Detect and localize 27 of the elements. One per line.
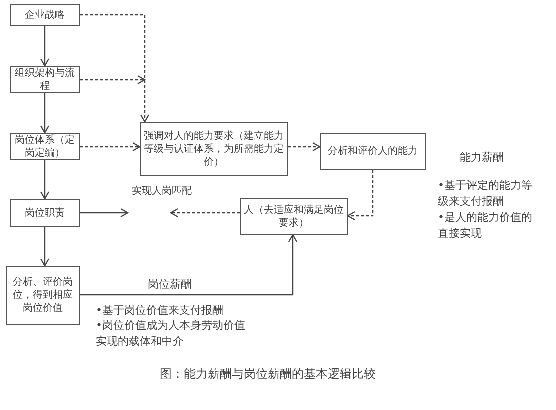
- match-text: 实现人岗匹配: [132, 185, 192, 198]
- process-box: 岗位体系（定岗定编）: [10, 133, 80, 160]
- arrow: [40, 160, 50, 200]
- arrow: [80, 75, 146, 85]
- arrow: [40, 93, 50, 134]
- arrow: [80, 234, 298, 296]
- arrow: [347, 170, 374, 221]
- process-box: 强调对人的能力要求（建立能力等级与认证体系，为所需能力定价）: [140, 122, 288, 176]
- process-box: 分析、评价岗位，得到相应岗位价值: [6, 266, 80, 325]
- process-box: 分析和评价人的能力: [320, 133, 426, 170]
- bullet-note: •是人的能力价值的直接实现: [438, 210, 534, 242]
- arrow: [80, 14, 150, 123]
- caption: 图：能力薪酬与岗位薪酬的基本逻辑比较: [160, 366, 376, 382]
- arrow: [80, 208, 129, 218]
- arrow: [288, 142, 321, 152]
- process-box: 组织架构与流程: [10, 66, 80, 93]
- process-box: 企业战略: [10, 4, 80, 26]
- arrow: [170, 208, 240, 218]
- process-box: 人（去适应和满足岗位要求）: [240, 198, 348, 235]
- arrow: [40, 26, 50, 67]
- arrow: [80, 142, 141, 152]
- bullet-note: •岗位价值成为人本身劳动价值实现的载体和中介: [96, 318, 246, 350]
- bullet-note: •基于岗位价值来支付报酬: [96, 303, 224, 319]
- process-box: 岗位职责: [10, 199, 80, 227]
- arrow: [40, 227, 50, 267]
- section-heading: 能力薪酬: [460, 150, 504, 166]
- bullet-note: •基于评定的能力等级来支付报酬: [438, 178, 534, 210]
